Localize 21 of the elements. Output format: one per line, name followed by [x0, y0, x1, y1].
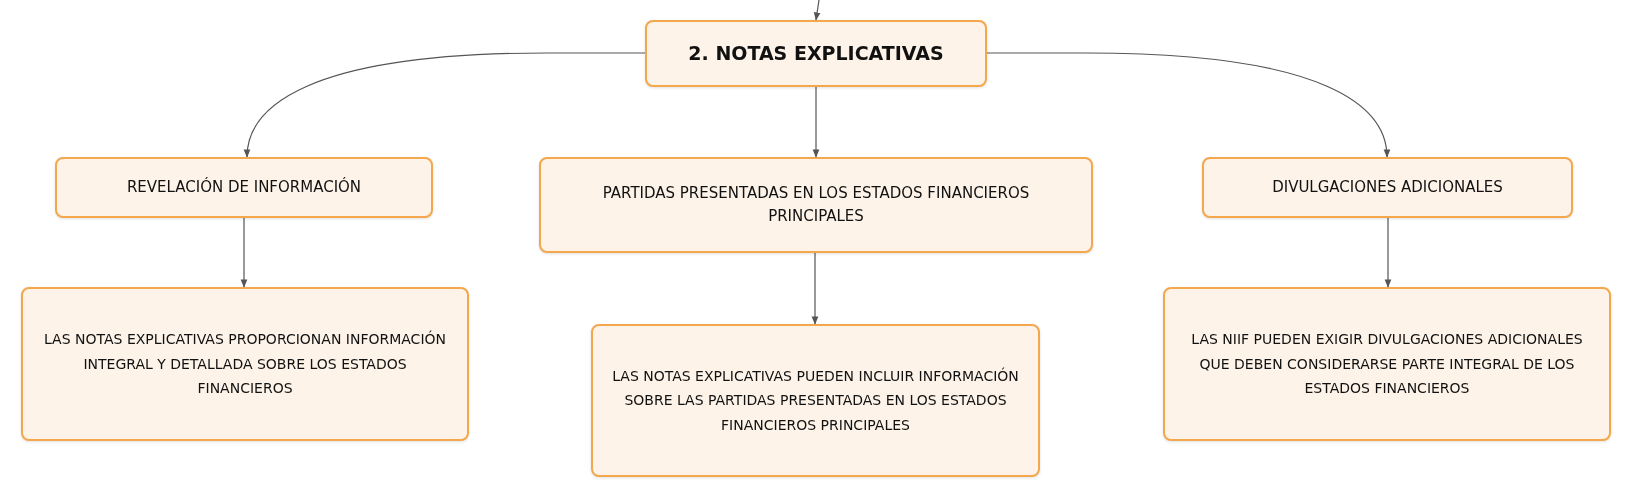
main-topic-box	[645, 20, 987, 87]
description-box	[21, 287, 469, 441]
node-text: LAS NOTAS EXPLICATIVAS PROPORCIONAN INFORMACIÓN INTEGRAL Y DETALLADA SOBRE LOS ESTADOS FINANCIEROS	[42, 329, 447, 399]
node-text: REVELACIÓN DE INFORMACIÓN	[126, 176, 362, 198]
connector-arrow	[240, 217, 248, 288]
node-text: LAS NOTAS EXPLICATIVAS PUEDEN INCLUIR INFORMACIÓN SOBRE LAS PARTIDAS PRESENTADAS EN LOS ESTADOS FINANCIEROS PRINCIPALES	[611, 366, 1020, 435]
connector-arrow	[812, 86, 820, 158]
description-box	[591, 324, 1040, 477]
topic-box	[1202, 157, 1573, 218]
connector-arrow	[813, 0, 821, 21]
topic-box	[55, 157, 433, 218]
connector-arrow	[811, 252, 819, 325]
connector-arrow	[986, 52, 1390, 158]
description-box	[1163, 287, 1611, 441]
node-text: DIVULGACIONES ADICIONALES	[1272, 176, 1503, 198]
node-text: LAS NIIF PUEDEN EXIGIR DIVULGACIONES ADICIONALES QUE DEBEN CONSIDERARSE PARTE INTEGRAL DE LOS ESTADOS FINANCIEROS	[1190, 330, 1584, 399]
connector-arrow	[1384, 217, 1392, 288]
connector-arrow	[244, 52, 646, 158]
topic-box	[539, 157, 1093, 253]
node-text: PARTIDAS PRESENTADAS EN LOS ESTADOS FINANCIEROS PRINCIPALES	[601, 182, 1031, 227]
node-text: 2. NOTAS EXPLICATIVAS	[688, 40, 944, 66]
